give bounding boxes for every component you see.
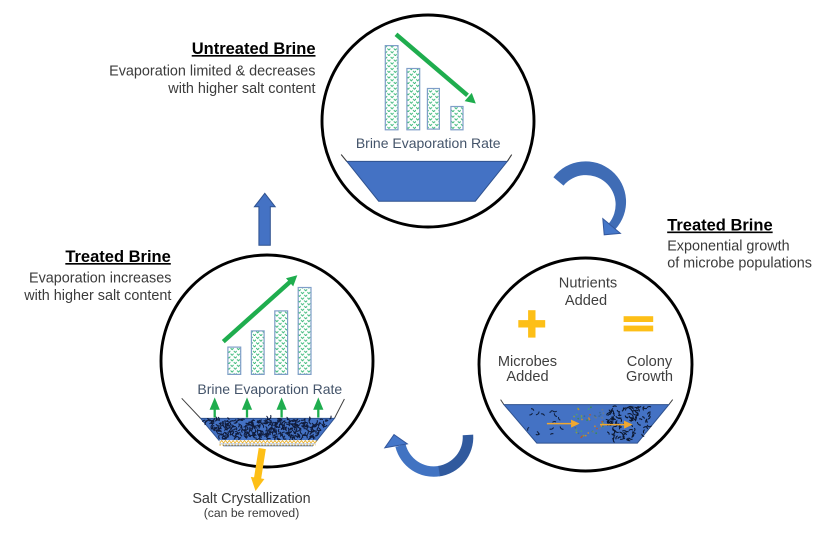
svg-text:Added: Added [506, 369, 548, 385]
svg-text:Treated Brine: Treated Brine [667, 217, 772, 235]
svg-text:(can be removed): (can be removed) [204, 506, 300, 520]
svg-text:Treated Brine: Treated Brine [65, 248, 170, 266]
svg-text:Nutrients: Nutrients [559, 276, 617, 292]
svg-text:Evaporation limited & decrease: Evaporation limited & decreases [109, 64, 315, 80]
svg-text:Salt Crystallization: Salt Crystallization [192, 491, 310, 507]
svg-text:Untreated Brine: Untreated Brine [192, 40, 316, 58]
svg-text:Colony: Colony [627, 354, 673, 370]
svg-text:of microbe populations: of microbe populations [667, 255, 812, 271]
svg-text:Added: Added [565, 293, 607, 309]
svg-text:Growth: Growth [626, 369, 673, 385]
svg-text:with higher salt content: with higher salt content [167, 81, 315, 97]
svg-text:Exponential growth: Exponential growth [667, 239, 789, 255]
svg-text:with higher salt content: with higher salt content [23, 288, 171, 304]
svg-text:Microbes: Microbes [498, 354, 557, 370]
svg-text:Brine Evaporation Rate: Brine Evaporation Rate [356, 135, 501, 151]
svg-text:Brine Evaporation Rate: Brine Evaporation Rate [197, 381, 342, 397]
svg-text:Evaporation increases: Evaporation increases [29, 271, 171, 287]
